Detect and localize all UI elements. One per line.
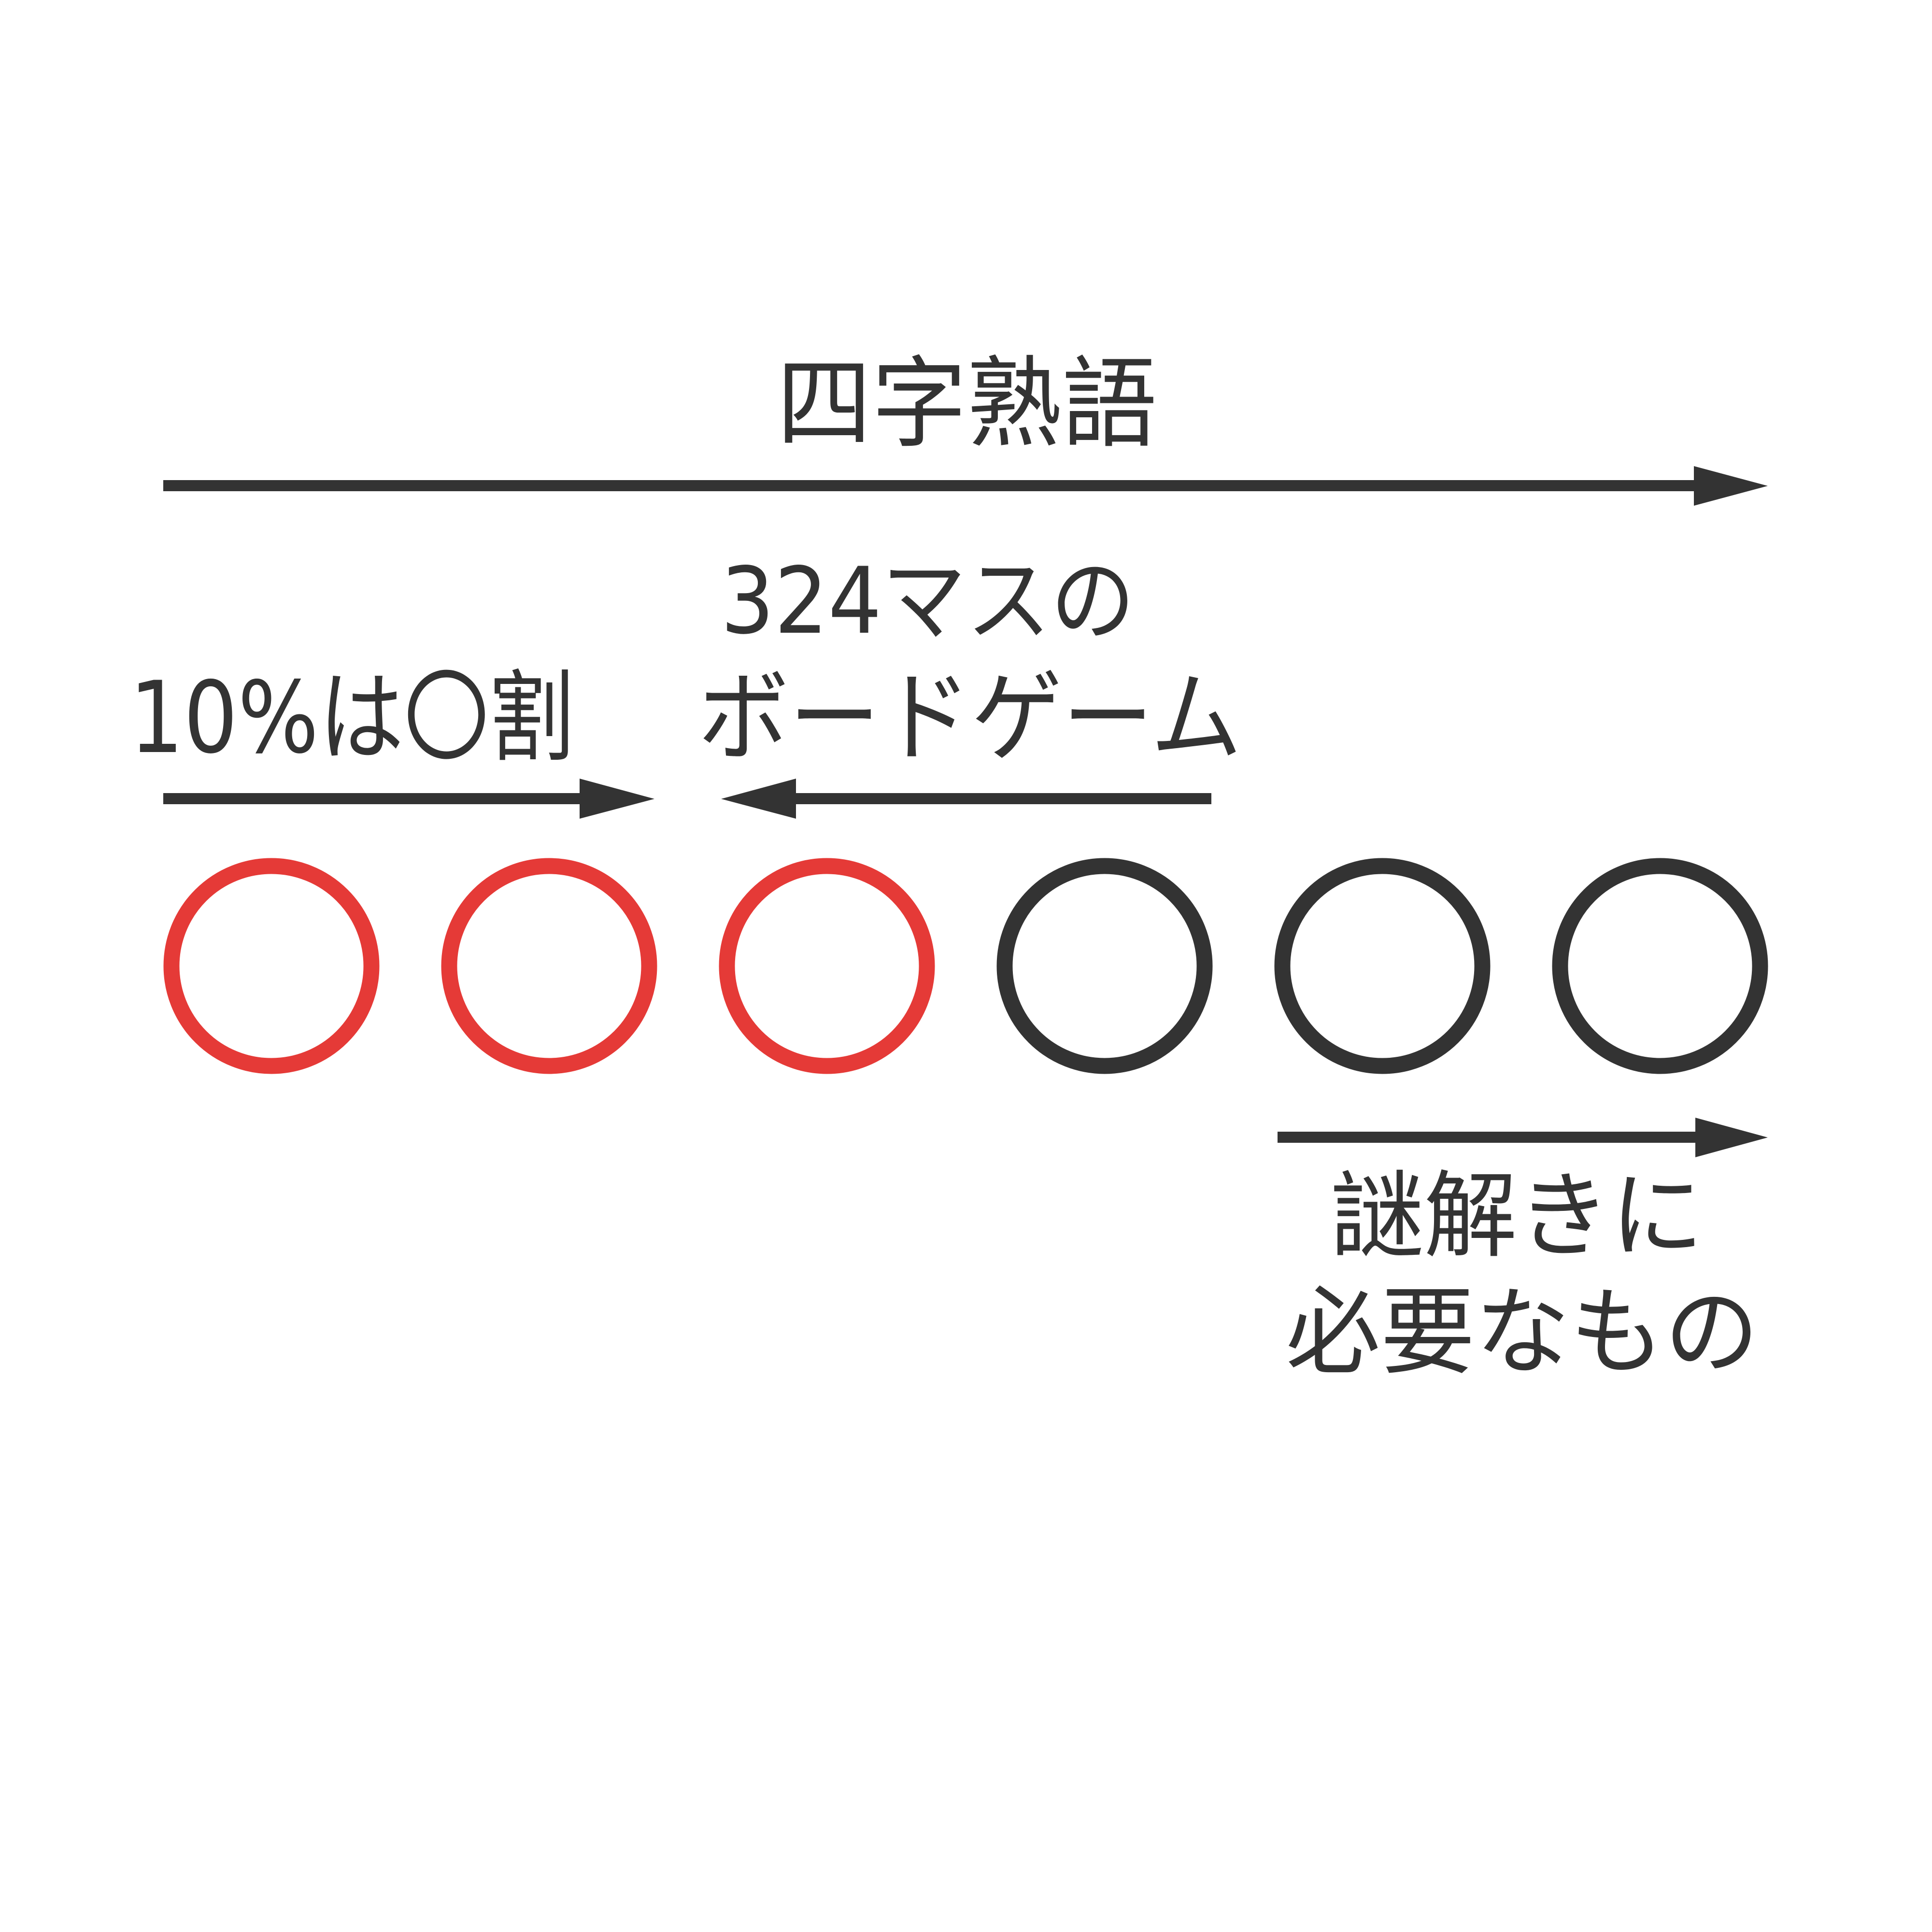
answer-circle-1[interactable] [163, 858, 380, 1074]
answer-circle-2[interactable] [441, 858, 657, 1074]
answer-circle-3[interactable] [719, 858, 935, 1074]
clue-nazotoki: 謎解きに [1331, 1161, 1704, 1271]
arrow-right-icon [1278, 1118, 1768, 1157]
clue-324-masu: 324マスの [721, 548, 1136, 654]
arrow-right-icon [163, 779, 654, 819]
clue-board-game: ボードゲーム [698, 661, 1242, 776]
answer-circle-4[interactable] [996, 858, 1213, 1074]
answer-circle-6[interactable] [1552, 858, 1768, 1074]
answer-circle-5[interactable] [1274, 858, 1491, 1074]
arrow-left-icon [721, 779, 1211, 819]
clue-yojijukugo: 四字熟語 [777, 347, 1157, 462]
clue-hitsuyou-na-mono: 必要なもの [1286, 1277, 1760, 1388]
arrow-right-icon [163, 466, 1768, 506]
clue-10-percent: 10%は〇割 [129, 661, 574, 776]
